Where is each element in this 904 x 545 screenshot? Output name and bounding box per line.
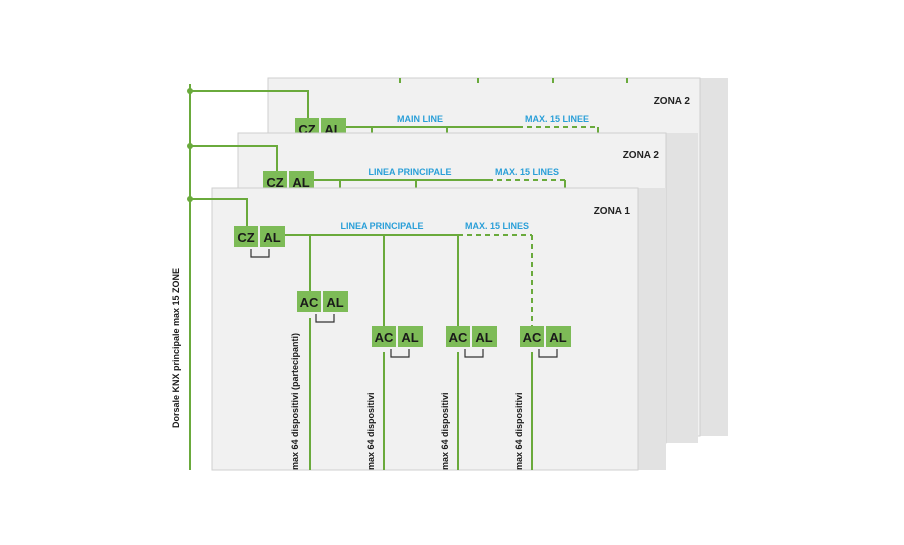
max-lines-label: MAX. 15 LINES — [465, 221, 529, 231]
al-box — [289, 171, 314, 192]
junction-dot — [187, 88, 193, 94]
backbone-label: Dorsale KNX principale max 15 ZONE — [171, 268, 181, 428]
ac-label: AC — [523, 330, 542, 345]
ac-label: AC — [375, 330, 394, 345]
cz-label: CZ — [237, 230, 254, 245]
max-lines-label: MAX. 15 LINEE — [525, 114, 589, 124]
al-label: AL — [326, 295, 343, 310]
line-group: AC AL max 64 dispositivi — [514, 235, 571, 470]
main-line-label: LINEA PRINCIPALE — [340, 221, 423, 231]
device-caption: max 64 dispositivi (partecipanti) — [290, 333, 300, 470]
al-box — [472, 326, 497, 347]
coupler-bracket — [250, 249, 270, 258]
al-label: AL — [263, 230, 280, 245]
zone-title: ZONA 2 — [623, 150, 660, 161]
cz-box — [263, 171, 287, 192]
line-group: AC AL max 64 dispositivi (partecipanti) — [290, 235, 348, 470]
al-label: AL — [549, 330, 566, 345]
main-line-label: MAIN LINE — [397, 114, 443, 124]
device-caption: max 64 dispositivi — [514, 392, 524, 470]
ac-box — [372, 326, 396, 347]
al-box — [546, 326, 571, 347]
ac-label: AC — [449, 330, 468, 345]
device-caption: max 64 dispositivi — [440, 392, 450, 470]
al-label: AL — [292, 175, 309, 190]
line-bracket — [464, 349, 484, 358]
junction-dot — [187, 143, 193, 149]
al-box — [398, 326, 423, 347]
ac-label: AC — [300, 295, 319, 310]
zone-title: ZONA 2 — [654, 96, 691, 107]
backbone: Dorsale KNX principale max 15 ZONE — [171, 84, 193, 470]
al-box — [323, 291, 348, 312]
line-bracket — [538, 349, 558, 358]
al-label: AL — [475, 330, 492, 345]
max-lines-label: MAX. 15 LINES — [495, 167, 559, 177]
main-line-label: LINEA PRINCIPALE — [368, 167, 451, 177]
backbone-tap — [190, 198, 248, 226]
line-bracket — [390, 349, 410, 358]
ac-box — [520, 326, 544, 347]
ac-box — [297, 291, 321, 312]
line-group: AC AL max 64 dispositivi — [440, 235, 497, 470]
zone-title: ZONA 1 — [594, 206, 631, 217]
al-box — [260, 226, 285, 247]
cz-label: CZ — [266, 175, 283, 190]
zone-panel-front: ZONA 1 LINEA PRINCIPALE MAX. 15 LINES CZ… — [190, 187, 666, 471]
ac-box — [446, 326, 470, 347]
line-bracket — [315, 314, 335, 323]
al-label: AL — [401, 330, 418, 345]
backbone-tap — [190, 90, 309, 118]
line-group: AC AL max 64 dispositivi — [366, 235, 423, 470]
device-caption: max 64 dispositivi — [366, 392, 376, 470]
cz-box — [234, 226, 258, 247]
junction-dot — [187, 196, 193, 202]
backbone-tap — [190, 145, 278, 171]
